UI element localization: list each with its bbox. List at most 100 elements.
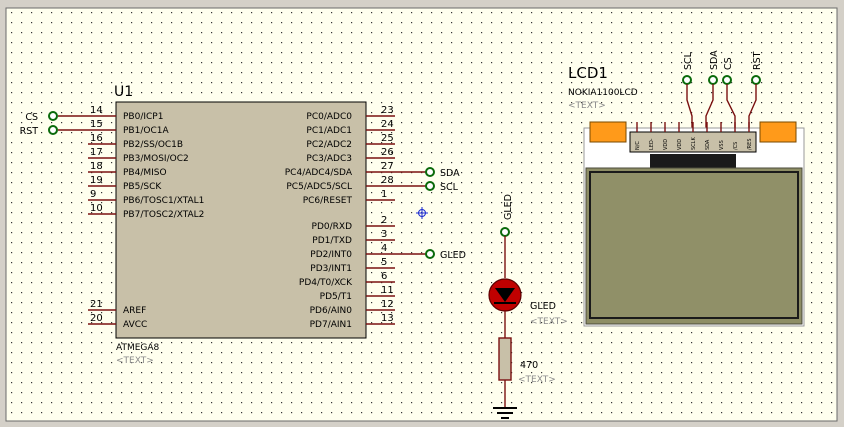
u1-pin-label: AREF [123,306,146,316]
gled-net-label: GLED [440,250,466,261]
u1-part-label: ATMEGA8 [116,343,160,353]
u1-pin-number: 9 [90,189,96,200]
u1-pin-number: 16 [90,133,103,144]
gled-net[interactable]: GLED [395,249,466,261]
u1-pin-label: PD3/INT1 [310,264,352,274]
u1-pin-label: PB3/MOSI/OC2 [123,154,189,164]
u1-pin-number: 21 [90,299,103,310]
u1-pin-label: PD1/TXD [312,236,352,246]
u1-pin-number: 6 [381,271,387,282]
crosshair-icon [416,207,428,219]
u1-pin-label: PB0/ICP1 [123,112,163,122]
lcd1-pin-label: VDD [663,139,669,150]
u1-pin-label: PB7/TOSC2/XTAL2 [123,210,204,220]
u1-pin-number: 26 [381,147,394,158]
u1-pin-number: 19 [90,175,103,186]
lcd1-wire-scl [686,84,693,132]
rst-terminal[interactable] [48,125,58,135]
u1-pin-label: PC3/ADC3 [306,154,352,164]
u1-pin-number: 25 [381,133,394,144]
lcd1-terminal-label: CS [723,57,734,70]
lcd1-pin-label: /CS [733,142,739,150]
diode-triangle-icon [495,288,515,302]
lcd1-pin-label: VDD [677,139,683,150]
u1-pin-label: PB6/TOSC1/XTAL1 [123,196,204,206]
u1-pin-number: 27 [381,161,394,172]
u1-pin-number: 20 [90,313,103,324]
cs-net[interactable]: CS [25,111,88,123]
u1-pin-label: PB2/SS/OC1B [123,140,183,150]
led-terminal[interactable] [500,227,510,237]
led-ref-label: GLED [530,301,556,312]
lcd1-pin-labels: N/C LED- VDD VDD SCLK SDA VSS/CS/RES [635,122,753,150]
u1-pin-label: PC1/ADC1 [306,126,352,136]
u1-pin-number: 17 [90,147,103,158]
lcd1-pin-label: SCLK [691,137,697,150]
led-text-placeholder: <TEXT> [530,317,568,327]
led-branch[interactable]: GLED GLED <TEXT> 470 <TEXT> [488,194,568,419]
u1-pin-label: PC6/RESET [303,196,353,206]
u1-chip-body[interactable] [115,101,367,339]
lcd1-terminal-label: SCL [683,51,694,70]
u1-pin-label: AVCC [123,320,147,330]
resistor-value-label: 470 [520,360,538,371]
u1-pin-label: PD6/AIN0 [310,306,353,316]
u1-pin-label: PC4/ADC4/SDA [285,168,353,178]
sda-net[interactable]: SDA [395,167,460,179]
u1-pin-number: 18 [90,161,103,172]
u1-pin-number: 4 [381,243,387,254]
u1-pin-number: 28 [381,175,394,186]
u1-pin-label: PC5/ADC5/SCL [286,182,352,192]
u1-pin-number: 2 [381,215,387,226]
u1-pin-label: PD4/T0/XCK [299,278,353,288]
lcd1-pin-label: /RES [747,139,753,151]
u1-component[interactable]: U1 ATMEGA8 <TEXT> 14PB0/ICP115PB1/OC1A16… [88,84,395,366]
sda-terminal[interactable] [425,167,435,177]
lcd1-pin-label: N/C [635,141,641,150]
u1-pin-number: 10 [90,203,103,214]
lcd1-terminal-cs[interactable] [722,75,732,85]
u1-pin-number: 11 [381,285,394,296]
lcd1-terminal-label: RST [752,51,763,70]
u1-pin-number: 13 [381,313,394,324]
u1-pin-label: PD5/T1 [320,292,352,302]
cs-net-label: CS [25,112,38,123]
u1-ref-label: U1 [114,84,133,100]
lcd1-wire-sda [705,84,714,132]
lcd1-pin-label: SDA [705,139,711,150]
scl-terminal[interactable] [425,181,435,191]
resistor-text-placeholder: <TEXT> [518,375,556,385]
lcd1-terminal-label: SDA [709,50,720,70]
ground-icon [493,407,517,419]
u1-pin-number: 1 [381,189,387,200]
u1-pin-number: 12 [381,299,394,310]
rst-net-label: RST [20,126,39,137]
lcd1-text-placeholder: <TEXT> [568,101,606,111]
u1-pin-label: PD0/RXD [312,222,353,232]
cs-terminal[interactable] [48,111,58,121]
lcd1-pin-label: VSS [719,140,725,150]
u1-text-placeholder: <TEXT> [116,356,154,366]
u1-left-pins: 14PB0/ICP115PB1/OC1A16PB2/SS/OC1B17PB3/M… [88,105,204,330]
rst-net[interactable]: RST [20,125,88,137]
lcd1-terminal-sda[interactable] [708,75,718,85]
u1-pin-label: PB4/MISO [123,168,167,178]
u1-pin-label: PB1/OC1A [123,126,169,136]
lcd1-ribbon [650,154,736,168]
lcd1-terminal-scl[interactable] [682,75,692,85]
lcd1-pin-label: LED- [649,138,655,150]
lcd1-screen [589,171,799,319]
scl-net[interactable]: SCL [395,181,459,193]
lcd1-left-connector [589,121,627,143]
u1-pin-label: PC2/ADC2 [306,140,352,150]
lcd1-terminal-rst[interactable] [751,75,761,85]
u1-pin-number: 24 [381,119,394,130]
gled-terminal[interactable] [425,249,435,259]
u1-pin-number: 14 [90,105,103,116]
u1-right-pins: 23PC0/ADC024PC1/ADC125PC2/ADC226PC3/ADC3… [285,105,395,330]
u1-pin-label: PD2/INT0 [310,250,352,260]
lcd1-ref-label: LCD1 [568,64,608,82]
resistor-body[interactable] [498,337,512,381]
